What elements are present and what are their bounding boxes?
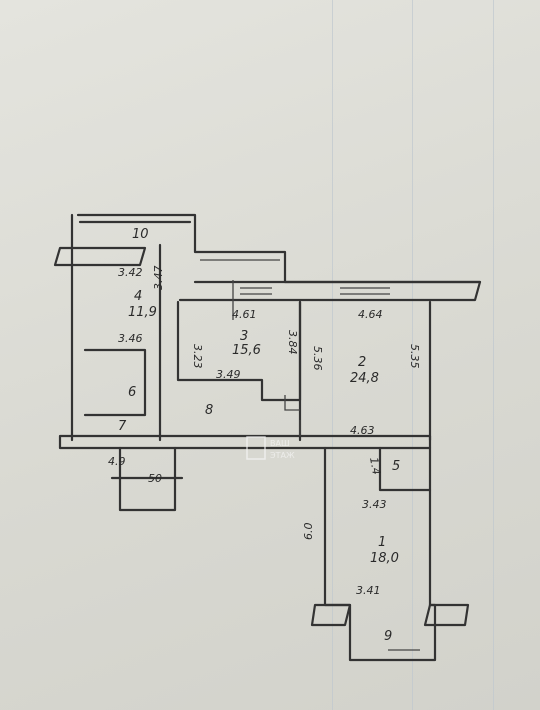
watermark-line1: ВАШ <box>270 439 290 448</box>
window-room3 <box>240 287 272 295</box>
room-label-3: 3 <box>240 329 248 344</box>
wall-room5 <box>378 446 432 492</box>
dim-label: 3.49 <box>216 368 241 381</box>
watermark-building-icon <box>246 436 266 460</box>
dim-label: 4.63 <box>350 424 375 437</box>
dim-label: 3.84 <box>286 330 299 355</box>
dim-label: 3.42 <box>118 266 143 279</box>
room-area-2: 24,8 <box>350 371 379 386</box>
dim-label: 3.46 <box>118 332 143 345</box>
dim-label: 6.0 <box>302 523 315 541</box>
wall-room6 <box>83 348 147 417</box>
room-label-4: 4 <box>134 289 142 304</box>
dim-label: 4.64 <box>358 308 383 321</box>
paper-grid-line <box>493 0 494 710</box>
room-label-2: 2 <box>358 355 366 370</box>
dim-label: 3.43 <box>362 498 387 511</box>
wall-top-left <box>76 213 287 284</box>
room-label-8: 8 <box>205 403 213 418</box>
balcony-bottom-left <box>310 603 352 627</box>
room-label-1: 1 <box>378 535 386 550</box>
dim-label: 4.61 <box>232 308 257 321</box>
room-label-9: 9 <box>384 629 392 644</box>
dim-label: 3.23 <box>191 344 204 369</box>
walls <box>53 213 482 662</box>
room-area-1: 18,0 <box>370 551 399 566</box>
balcony-left <box>53 246 147 267</box>
room-area-4: 11,9 <box>128 305 157 320</box>
door-mark <box>284 395 300 411</box>
dim-label: 5.36 <box>311 346 324 371</box>
room-label-6: 6 <box>128 385 136 400</box>
dim-label: 3.41 <box>356 584 381 597</box>
dim-label: 50 <box>148 472 162 485</box>
balcony-bottom-right <box>423 603 470 627</box>
room-label-7: 7 <box>118 419 127 434</box>
paper-grid-line <box>332 0 333 710</box>
room-area-3: 15,6 <box>232 343 261 358</box>
dim-label: 4.9 <box>108 455 126 468</box>
dim-label: 3.47 <box>152 266 165 291</box>
window-room2 <box>340 287 390 295</box>
paper-grid-line <box>412 0 413 710</box>
watermark-line2: ЭТАЖ <box>270 451 295 460</box>
room-label-10: 10 <box>132 227 149 242</box>
wall-main-horizontal <box>58 434 432 450</box>
dim-label: 1.4 <box>367 456 383 475</box>
watermark-logo: ВАШ ЭТАЖ <box>246 436 295 460</box>
dim-label: 5.35 <box>408 344 421 369</box>
room-label-5: 5 <box>392 459 400 474</box>
balcony-top-right <box>178 280 482 302</box>
